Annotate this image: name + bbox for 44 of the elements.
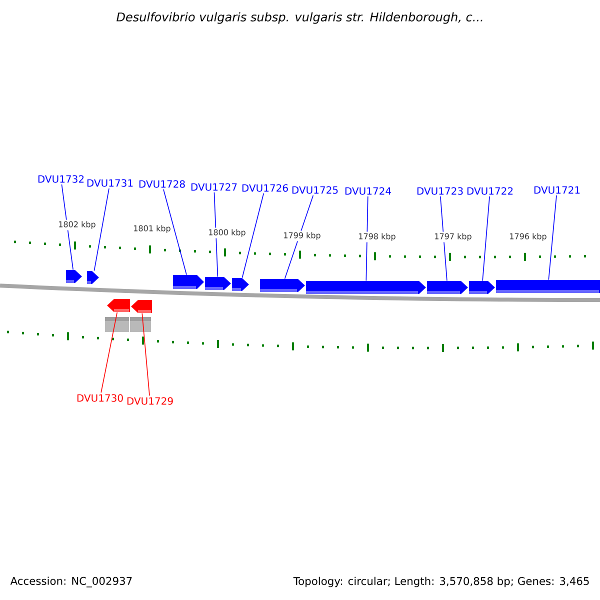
title: Desulfovibrio vulgaris subsp. vulgaris str. Hildenborough, c... — [116, 12, 482, 24]
gene-label: DVU1723 — [417, 187, 463, 195]
gene-block — [87, 271, 99, 284]
gene-label: DVU1728 — [139, 180, 185, 188]
footer-text: Accession: NC_002937 — [10, 576, 132, 588]
scale-label: 1802 kbp — [56, 220, 98, 230]
leader-line — [366, 196, 368, 282]
gene-label: DVU1721 — [534, 186, 580, 194]
leader-line — [94, 188, 110, 272]
gene-block — [173, 275, 204, 289]
gene-block — [131, 300, 152, 313]
gene-block — [205, 277, 231, 290]
gene-block — [107, 299, 130, 312]
gene-block — [66, 270, 82, 283]
gene-block — [469, 281, 495, 294]
leader-line — [100, 312, 118, 394]
gene-label: DVU1725 — [292, 186, 338, 194]
gene-block — [427, 281, 468, 294]
gene-label: DVU1730 — [77, 394, 123, 402]
scale-label: 1798 kbp — [356, 232, 398, 242]
gene-label: DVU1726 — [242, 184, 288, 192]
leader-line — [440, 196, 448, 282]
leader-line — [163, 188, 187, 276]
gene-label: DVU1722 — [467, 187, 513, 195]
gene-block — [232, 278, 249, 291]
gene-label: DVU1729 — [127, 397, 173, 405]
gene-label: DVU1732 — [38, 175, 84, 183]
gene-label: DVU1731 — [87, 179, 133, 187]
scale-label: 1801 kbp — [132, 224, 172, 234]
leader-line — [284, 194, 314, 280]
leader-line — [548, 194, 557, 280]
leader-line — [482, 196, 490, 282]
scale-label: 1797 kbp — [432, 232, 474, 242]
gene-block — [260, 279, 305, 292]
scale-label: 1796 kbp — [508, 232, 548, 242]
leader-line — [242, 192, 264, 278]
leader-line — [142, 312, 150, 396]
scale-label: 1799 kbp — [282, 230, 322, 242]
footer-text: Topology: circular; Length: 3,570,858 bp; Genes: 3,465 — [293, 576, 589, 588]
leader-line — [61, 184, 74, 270]
leader-line — [214, 192, 218, 278]
gene-label: DVU1724 — [345, 187, 391, 195]
scale-label: 1800 kbp — [206, 228, 248, 238]
gene-label: DVU1727 — [191, 183, 237, 191]
